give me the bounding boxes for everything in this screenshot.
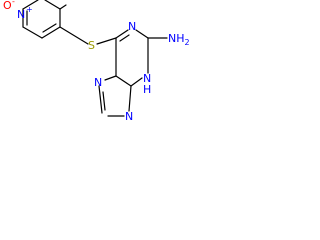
molecule-structure: O - N + S N NH2 N H N N <box>3 0 190 123</box>
atom-charge-pyridine-nitrogen: + <box>26 5 33 14</box>
bond <box>42 23 57 33</box>
bond <box>130 77 143 87</box>
bonds <box>22 0 168 117</box>
bond <box>22 26 43 39</box>
atom-label-imidazole-nitrogen-bottom: N <box>125 110 133 123</box>
atom-label-amine: NH2 <box>168 32 190 47</box>
bond <box>104 75 117 81</box>
bond <box>115 29 129 39</box>
atom-label-ring-nh-hydrogen: H <box>143 83 151 96</box>
atom-charge-oxygen: - <box>12 0 15 6</box>
bond <box>102 91 106 111</box>
atom-label-oxygen: O <box>3 0 12 12</box>
bond <box>128 85 132 112</box>
bond <box>119 34 130 42</box>
atom-label-imidazole-nitrogen-left: N <box>94 76 102 89</box>
bond <box>44 0 61 10</box>
bond <box>22 0 39 10</box>
bond <box>96 37 117 45</box>
bond <box>59 4 67 10</box>
bond <box>59 26 89 45</box>
bond <box>98 85 103 114</box>
atom-label-ring-nitrogen: N <box>128 20 136 33</box>
bond <box>41 26 61 39</box>
atom-labels: O - N + S N NH2 N H N N <box>3 0 190 123</box>
atom-label-pyridine-nitrogen: N <box>17 8 25 21</box>
atom-label-sulfur: S <box>88 39 95 52</box>
atom-label-ring-nh: N <box>143 72 151 85</box>
bond <box>115 75 132 87</box>
bond <box>135 29 149 39</box>
